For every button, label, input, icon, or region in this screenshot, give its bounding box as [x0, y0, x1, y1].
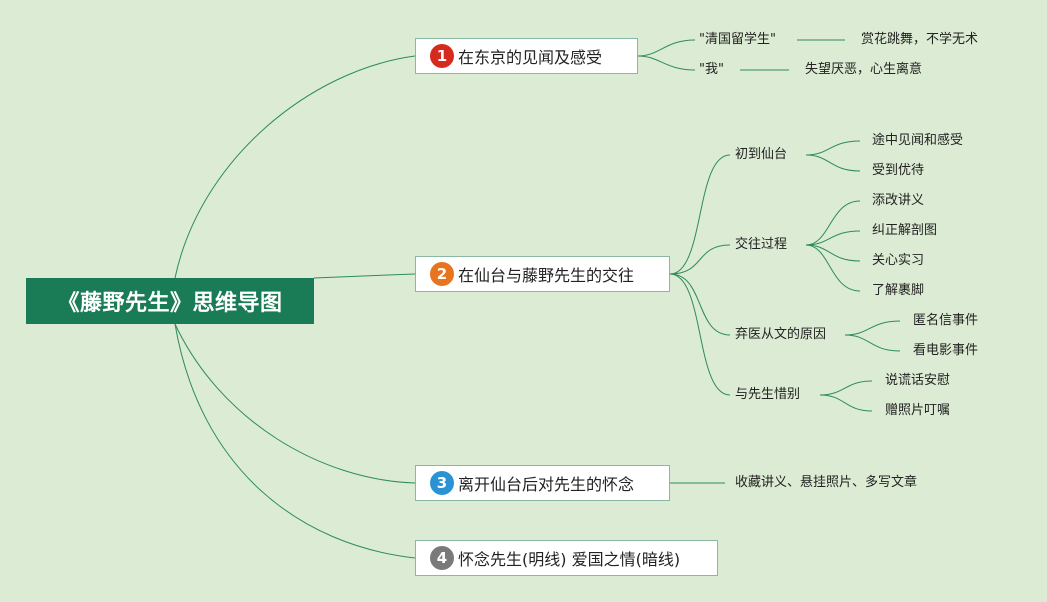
detail-revise-notes[interactable]: 添改讲义	[872, 193, 925, 208]
detail-disappointed[interactable]: 失望厌恶，心生离意	[805, 62, 923, 77]
detail-special-treatment[interactable]: 受到优待	[872, 163, 925, 178]
detail-journey-impressions[interactable]: 途中见闻和感受	[872, 133, 964, 148]
subtopic-qing-students[interactable]: "清国留学生"	[699, 32, 776, 47]
link-t2-c3-g2	[844, 334, 901, 352]
root-title: 《藤野先生》思维导图	[57, 291, 283, 316]
link-t2-c1-g1	[805, 140, 861, 156]
number-4-icon: 4	[430, 546, 454, 570]
link-t2-c2	[669, 244, 731, 275]
detail-comfort-lie[interactable]: 说谎话安慰	[885, 373, 951, 388]
topic-2-label: 在仙台与藤野先生的交往	[458, 266, 635, 285]
number-1-icon: 1	[430, 44, 454, 68]
link-root-topic-1	[174, 55, 416, 279]
link-t2-c1-g2	[805, 154, 861, 172]
link-t2-c2-g2	[805, 230, 861, 246]
link-t2-c2-g3	[805, 244, 861, 262]
subtopic-farewell[interactable]: 与先生惜别	[735, 387, 801, 402]
topic-3[interactable]: 3 离开仙台后对先生的怀念	[415, 465, 670, 501]
link-t2-c4-g1	[819, 380, 873, 396]
link-t2-c1	[669, 154, 731, 275]
root-topic[interactable]: 《藤野先生》思维导图	[26, 278, 314, 324]
detail-care-practice[interactable]: 关心实习	[872, 253, 925, 268]
link-root-topic-2	[313, 273, 416, 279]
detail-enjoy-dance[interactable]: 赏花跳舞，不学无术	[861, 32, 979, 47]
subtopic-me[interactable]: "我"	[699, 62, 724, 77]
topic-3-label: 离开仙台后对先生的怀念	[458, 475, 635, 494]
link-t1-c2	[637, 55, 696, 71]
topic-1-label: 在东京的见闻及感受	[458, 48, 603, 67]
link-t2-c4	[669, 273, 731, 396]
link-t2-c2-g1	[805, 200, 861, 246]
subtopic-keep-memory[interactable]: 收藏讲义、悬挂照片、多写文章	[735, 475, 918, 490]
number-3-icon: 3	[430, 471, 454, 495]
detail-gift-photo[interactable]: 赠照片叮嘱	[885, 403, 951, 418]
topic-4-label: 怀念先生(明线) 爱国之情(暗线)	[458, 550, 681, 569]
subtopic-quit-medicine[interactable]: 弃医从文的原因	[735, 327, 827, 342]
link-root-topic-3	[174, 323, 416, 484]
link-t1-c1	[637, 39, 696, 57]
topic-4[interactable]: 4 怀念先生(明线) 爱国之情(暗线)	[415, 540, 718, 576]
link-t2-c4-g2	[819, 394, 873, 412]
detail-foot-binding[interactable]: 了解裹脚	[872, 283, 925, 298]
topic-2[interactable]: 2 在仙台与藤野先生的交往	[415, 256, 670, 292]
detail-anonymous-letter[interactable]: 匿名信事件	[913, 313, 979, 328]
subtopic-arrive-sendai[interactable]: 初到仙台	[735, 147, 788, 162]
link-root-topic-4	[174, 323, 416, 559]
link-t2-c2-g4	[805, 244, 861, 292]
number-2-icon: 2	[430, 262, 454, 286]
topic-1[interactable]: 1 在东京的见闻及感受	[415, 38, 638, 74]
link-t2-c3-g1	[844, 320, 901, 336]
detail-film-incident[interactable]: 看电影事件	[913, 343, 979, 358]
detail-correct-diagram[interactable]: 纠正解剖图	[872, 223, 938, 238]
link-t2-c3	[669, 273, 731, 336]
subtopic-interaction[interactable]: 交往过程	[735, 237, 788, 252]
